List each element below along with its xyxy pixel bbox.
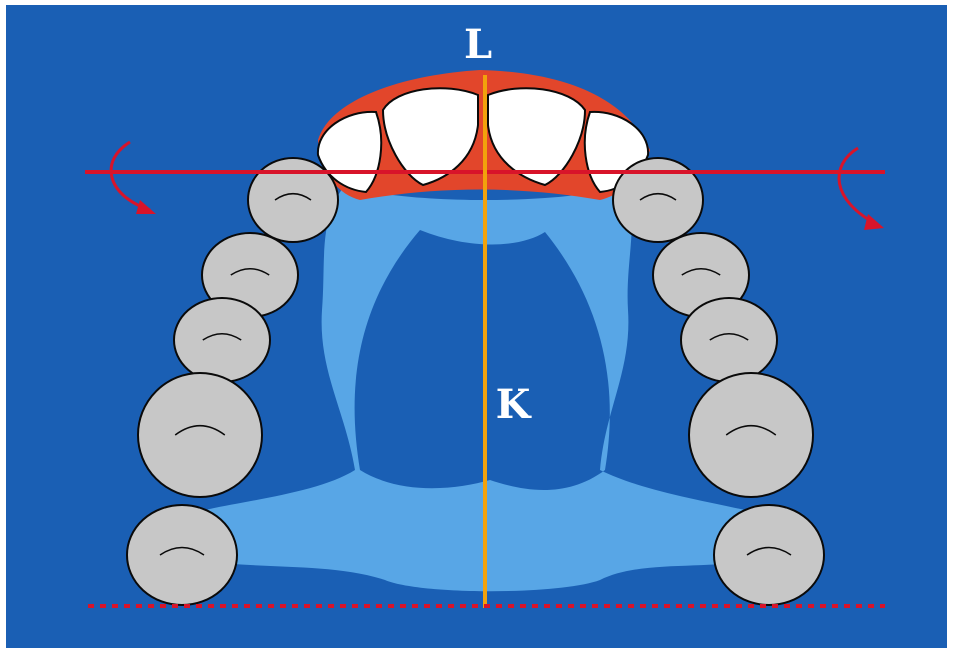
label-k: K [496, 381, 532, 428]
tooth-left-molar-1 [138, 373, 262, 497]
tooth-right-molar-2 [714, 505, 824, 605]
label-l: L [464, 21, 492, 68]
tooth-left-molar-2 [127, 505, 237, 605]
tooth-right-molar-1 [689, 373, 813, 497]
tooth-right-premolar-2 [681, 298, 777, 382]
tooth-left-premolar-2 [174, 298, 270, 382]
